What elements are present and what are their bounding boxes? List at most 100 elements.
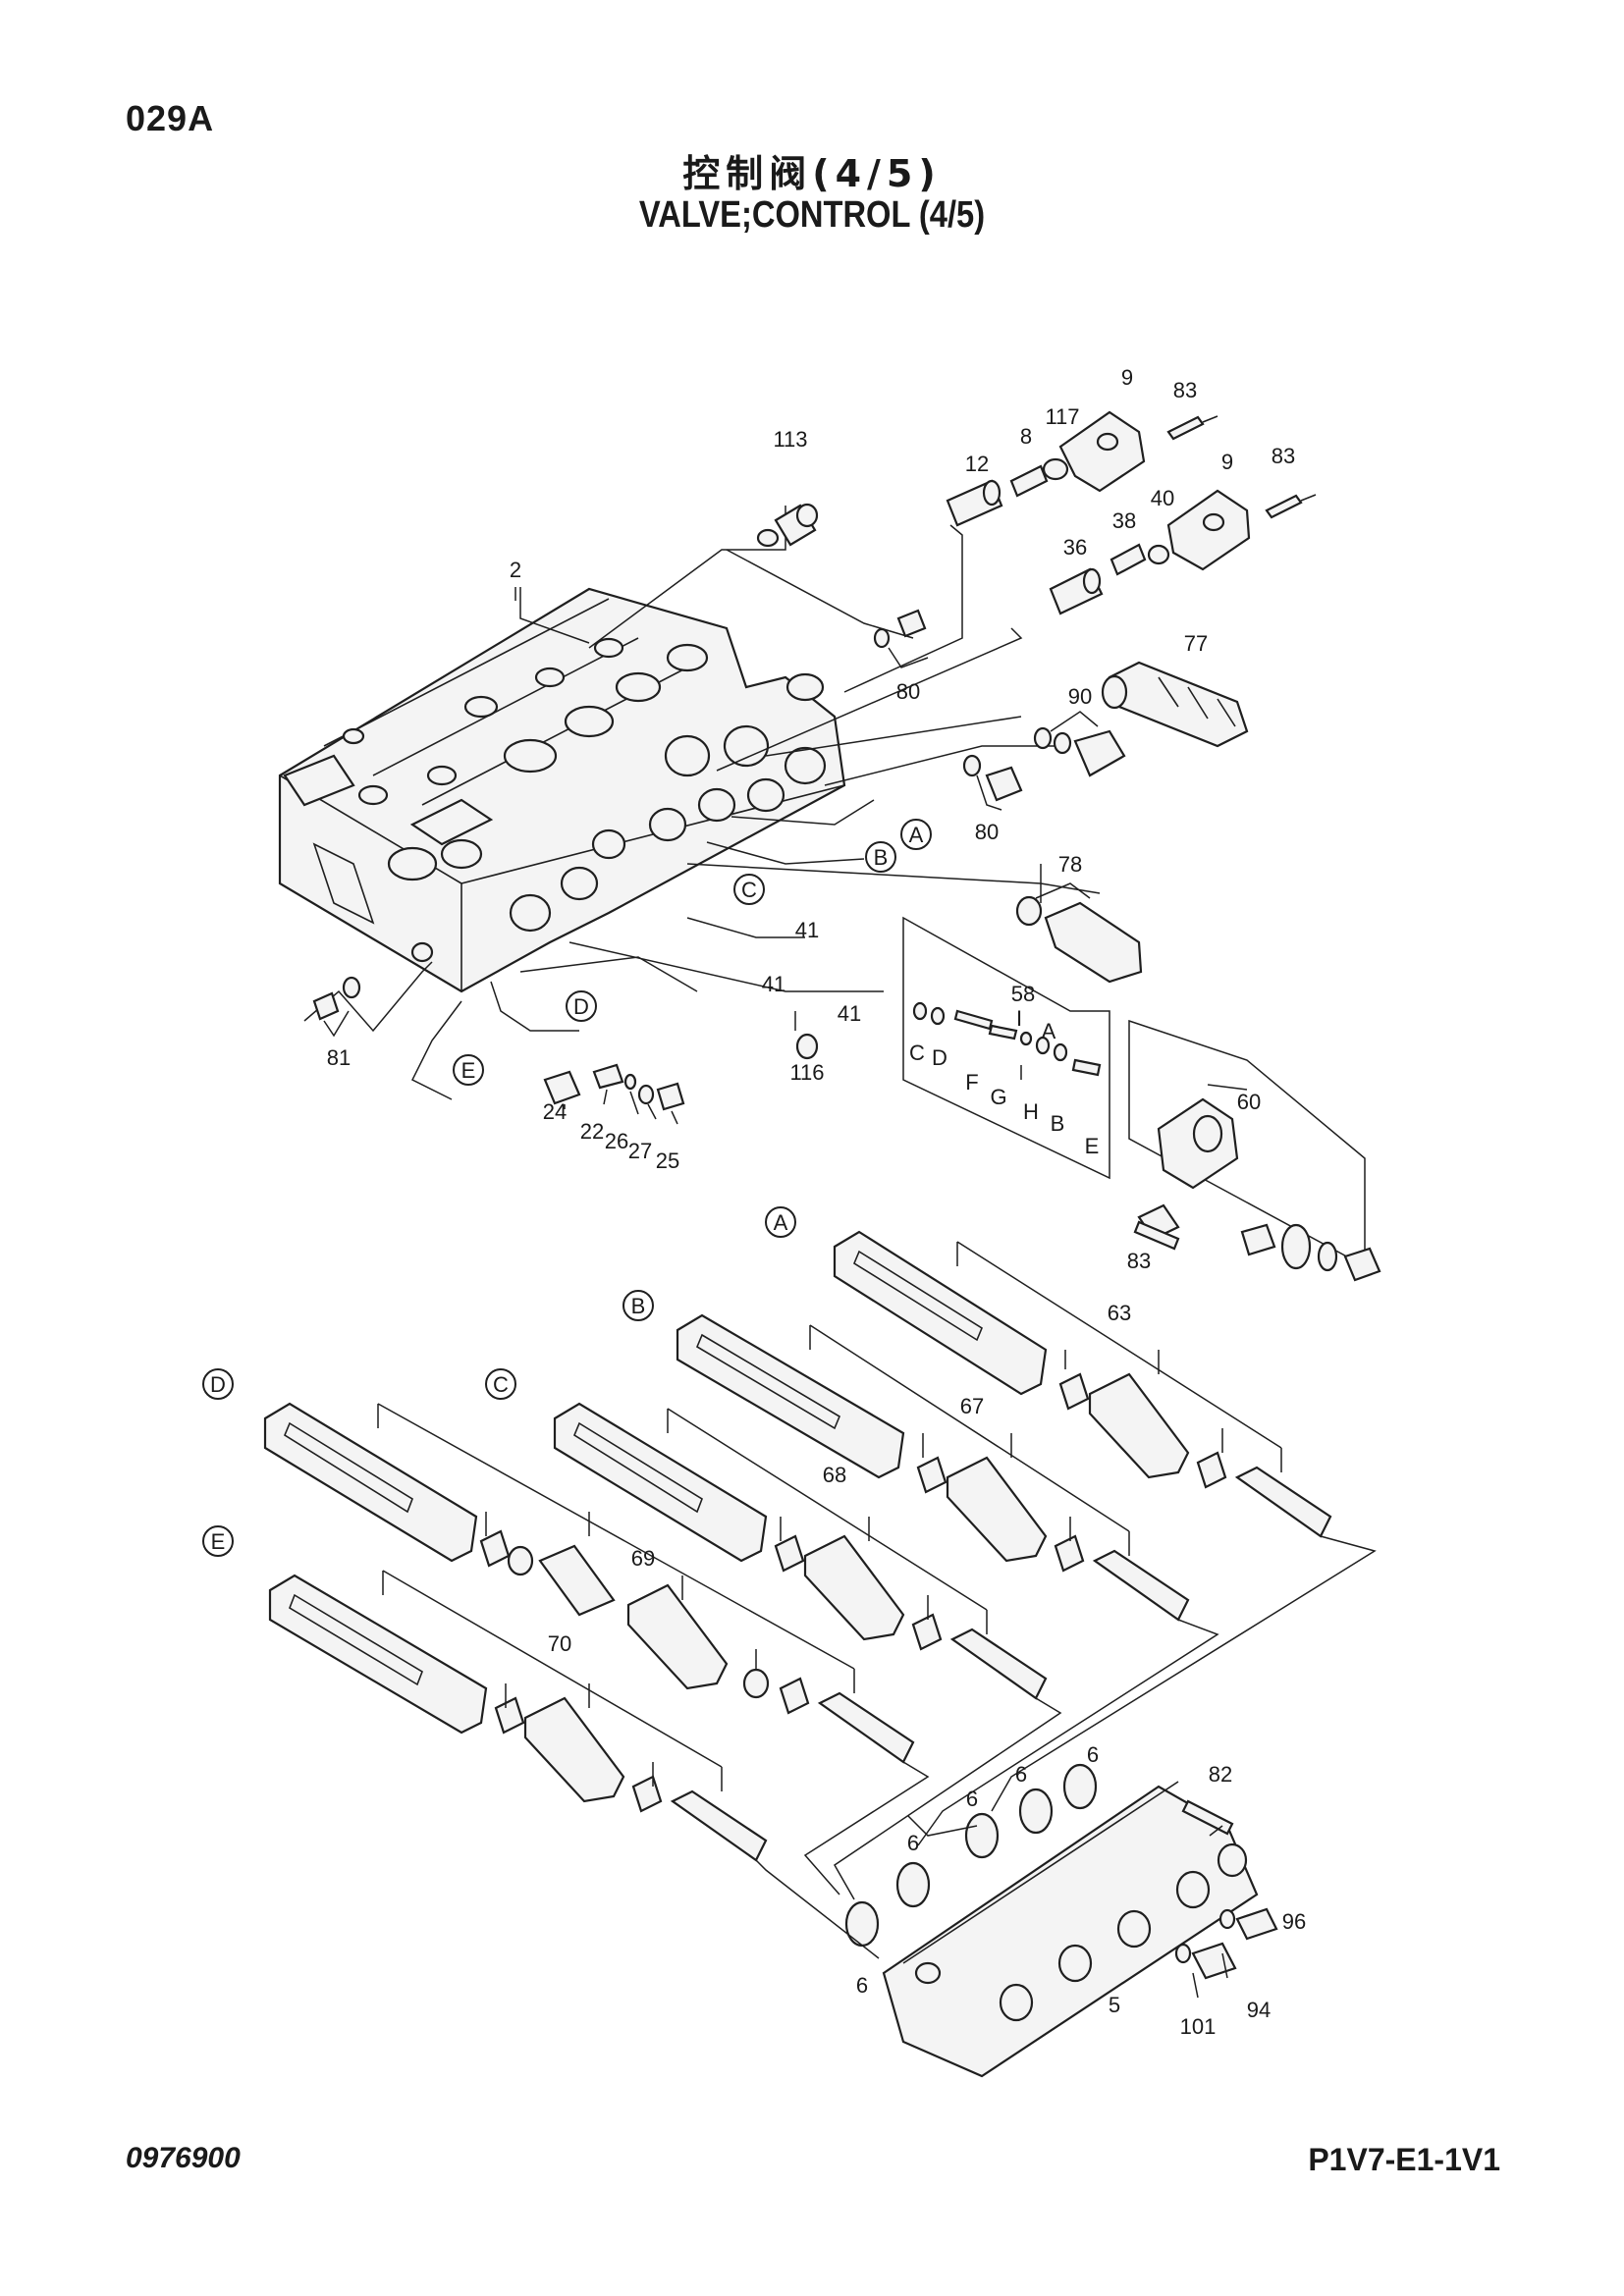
letter-B: B — [1051, 1111, 1065, 1136]
marker-B-upper-label: B — [874, 845, 889, 870]
callout-82: 82 — [1209, 1762, 1232, 1787]
callout-58: 58 — [1011, 982, 1035, 1006]
callout-6-d: 6 — [907, 1831, 919, 1855]
callout-labels: 9 83 117 8 113 12 83 9 40 38 36 2 77 80 … — [327, 365, 1306, 2039]
callout-8: 8 — [1020, 424, 1032, 449]
spool-D — [263, 1402, 478, 1563]
marker-E-lower: E — [202, 1525, 234, 1557]
callout-6-c: 6 — [966, 1787, 978, 1811]
callout-96: 96 — [1282, 1909, 1306, 1934]
bolts-82-94 — [1174, 1799, 1278, 1980]
letter-F: F — [965, 1070, 978, 1095]
callout-25: 25 — [656, 1148, 679, 1173]
letter-labels: C D F G I H A B E — [909, 1006, 1099, 1158]
callout-117: 117 — [1045, 404, 1079, 429]
o-ring-116 — [794, 1011, 819, 1060]
leader-lines-lower — [755, 1535, 1377, 1999]
document-number: 0976900 — [126, 2142, 241, 2174]
letter-H: H — [1023, 1099, 1039, 1124]
spring-assembly-70 — [382, 1570, 768, 1862]
callout-67: 67 — [960, 1394, 984, 1418]
marker-D-lower-label: D — [210, 1372, 226, 1397]
callout-101: 101 — [1180, 2014, 1217, 2039]
spool-A — [833, 1230, 1048, 1396]
cap-assembly-upper — [756, 410, 1218, 548]
title-english: VALVE;CONTROL (4/5) — [638, 194, 986, 236]
callout-68: 68 — [823, 1463, 846, 1487]
callout-70: 70 — [548, 1631, 571, 1656]
callout-22: 22 — [580, 1119, 604, 1144]
callout-24: 24 — [543, 1099, 567, 1124]
callout-9-mid: 9 — [1221, 450, 1233, 474]
spring-assembly-69 — [377, 1403, 915, 1764]
callout-41-c: 41 — [838, 1001, 861, 1026]
callout-60: 60 — [1237, 1090, 1261, 1114]
callout-80-upper: 80 — [896, 679, 920, 704]
marker-E-lower-label: E — [211, 1529, 226, 1554]
callout-83-top: 83 — [1173, 378, 1197, 402]
marker-A-upper-label: A — [909, 823, 924, 847]
marker-A-lower-label: A — [774, 1210, 788, 1235]
callout-116: 116 — [789, 1060, 824, 1085]
marker-B-upper: B — [865, 841, 896, 873]
spring-assembly-63 — [956, 1241, 1332, 1538]
marker-A-lower: A — [765, 1206, 796, 1238]
marker-C-upper-label: C — [741, 878, 757, 902]
marker-C-lower: C — [485, 1368, 516, 1400]
marker-B-lower-label: B — [631, 1294, 646, 1318]
callout-40: 40 — [1151, 486, 1174, 510]
plug-90 — [1033, 711, 1126, 777]
title-chinese: 控制阀(4/5) — [682, 152, 942, 195]
letter-G: G — [990, 1085, 1006, 1109]
callout-38: 38 — [1112, 508, 1136, 533]
o-rings-6 — [844, 1763, 1098, 1948]
assembly-58-box — [902, 916, 1110, 1180]
callout-9-top: 9 — [1121, 365, 1133, 390]
callout-6-b: 6 — [1015, 1762, 1027, 1787]
page-code: 029A — [126, 98, 215, 138]
marker-A-upper: A — [900, 819, 932, 850]
callout-83-mid: 83 — [1272, 444, 1295, 468]
cover-5 — [882, 1781, 1259, 2078]
callout-78: 78 — [1058, 852, 1082, 877]
callout-77: 77 — [1184, 631, 1208, 656]
callout-80-lower: 80 — [975, 820, 999, 844]
callout-36: 36 — [1063, 535, 1087, 560]
letter-A: A — [1042, 1019, 1056, 1043]
marker-D-lower: D — [202, 1368, 234, 1400]
callout-94: 94 — [1247, 1998, 1271, 2022]
callout-2: 2 — [510, 558, 521, 582]
letter-D: D — [932, 1045, 947, 1070]
plug-80-lower — [962, 754, 1023, 811]
callout-6-a: 6 — [1087, 1742, 1099, 1767]
spring-assembly-68 — [667, 1408, 1048, 1700]
marker-C-upper: C — [733, 874, 765, 905]
valve-housing-2 — [278, 587, 846, 993]
spool-C — [553, 1402, 768, 1563]
marker-D-upper: D — [566, 990, 597, 1022]
plug-assembly-24-27 — [543, 1063, 685, 1125]
housing-ports — [342, 637, 827, 963]
marker-E-upper: E — [453, 1054, 484, 1086]
callout-41-b: 41 — [762, 972, 785, 996]
cap-assembly-lower — [1049, 489, 1317, 615]
callout-5: 5 — [1109, 1993, 1120, 2017]
letter-E: E — [1085, 1134, 1100, 1158]
letter-I: I — [1016, 1006, 1022, 1031]
spring-assembly-67 — [809, 1324, 1190, 1622]
marker-E-upper-label: E — [461, 1058, 476, 1083]
marker-D-upper-label: D — [573, 994, 589, 1019]
callout-12: 12 — [965, 452, 989, 476]
callout-113: 113 — [773, 427, 807, 452]
plug-80-upper — [873, 609, 929, 668]
spool-E — [268, 1574, 488, 1735]
bolt-83-lower — [1133, 1220, 1180, 1251]
relief-valve-77 — [1101, 661, 1249, 748]
relief-valve-78 — [1015, 882, 1143, 984]
callout-27: 27 — [628, 1139, 652, 1163]
callout-41-a: 41 — [795, 918, 819, 942]
callout-81: 81 — [327, 1045, 351, 1070]
code-reference: P1V7-E1-1V1 — [1308, 2142, 1500, 2177]
marker-B-lower: B — [623, 1290, 654, 1321]
